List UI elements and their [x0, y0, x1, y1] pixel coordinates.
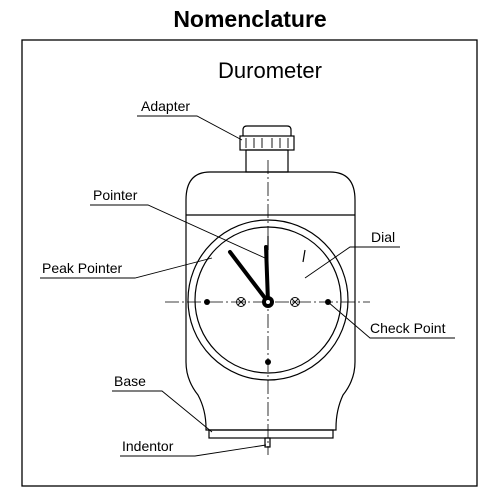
- check-point-dot: [265, 359, 271, 365]
- diagram-title: Nomenclature: [173, 6, 327, 32]
- label-pointer: Pointer: [93, 187, 138, 203]
- crossed-circle-marker: [290, 297, 300, 307]
- label-adapter: Adapter: [141, 98, 190, 114]
- dial-leader: [304, 246, 400, 279]
- pointer-needle: [264, 245, 270, 304]
- check-point-dot: [204, 299, 210, 305]
- crossed-circle-marker: [236, 297, 246, 307]
- pointer-leader: [90, 204, 266, 259]
- check-point-leader: [327, 301, 455, 339]
- label-indentor: Indentor: [122, 438, 174, 454]
- label-base: Base: [114, 373, 146, 389]
- peak-pointer-needle: [228, 250, 270, 304]
- adapter-knob: [239, 125, 295, 173]
- adapter-leader: [137, 115, 243, 141]
- indentor-leader: [120, 444, 267, 457]
- durometer-body: [185, 171, 356, 431]
- dial-tick: [302, 249, 306, 263]
- label-peak-pointer: Peak Pointer: [42, 260, 122, 276]
- indentor: [264, 437, 271, 448]
- label-check-point: Check Point: [370, 320, 446, 336]
- subtitle: Durometer: [218, 58, 322, 83]
- base-leader: [112, 390, 213, 433]
- peak-pointer-leader: [40, 257, 213, 279]
- outer-frame: [21, 39, 478, 487]
- base-plate: [208, 429, 334, 439]
- label-dial: Dial: [371, 229, 395, 245]
